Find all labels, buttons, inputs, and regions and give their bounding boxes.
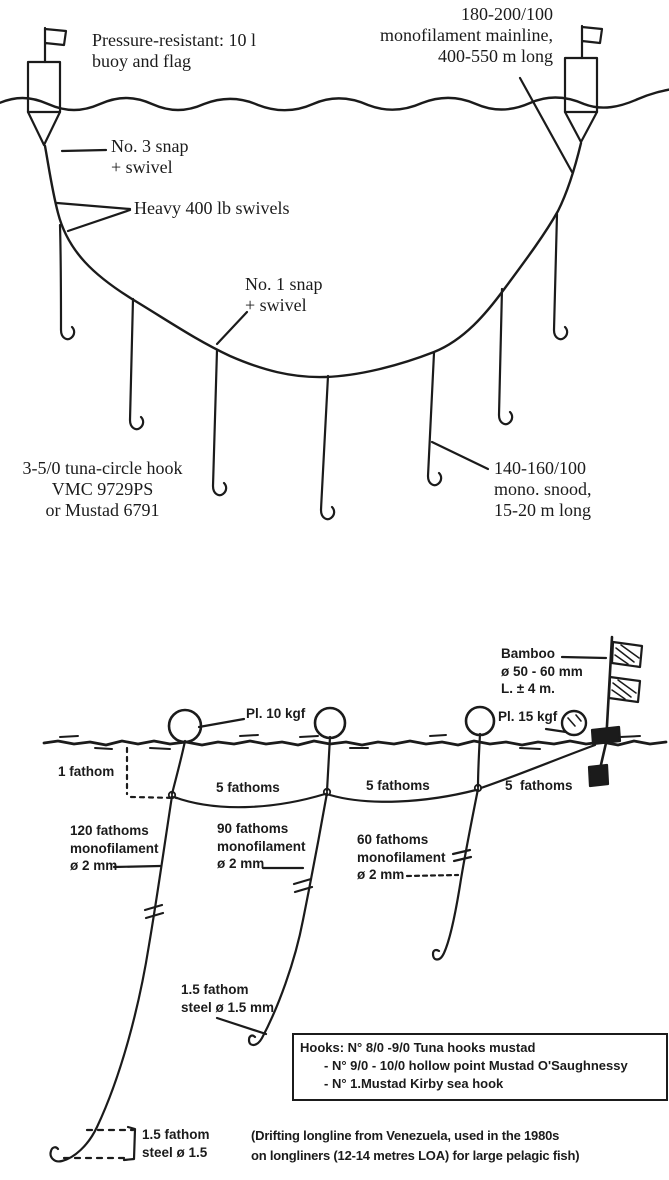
float-left-label-leader bbox=[197, 717, 246, 729]
pole-flag-icon bbox=[610, 640, 644, 669]
dropper-line-60-fathoms bbox=[431, 787, 480, 961]
steel-leader-label: 1.5 fathom steel ø 1.5 mm bbox=[181, 982, 275, 1015]
five-fathoms-label-2: 5 fathoms bbox=[366, 778, 430, 793]
branch-line-hook bbox=[497, 287, 514, 426]
small-float-buoy bbox=[560, 709, 588, 737]
line-break-tick bbox=[451, 848, 473, 863]
flag-icon bbox=[43, 26, 68, 64]
float-right-label-leader bbox=[544, 727, 568, 734]
branch-line-hook bbox=[319, 374, 336, 521]
mainline-catenary bbox=[43, 141, 583, 379]
sea-surface-scribble-dashes bbox=[59, 734, 641, 750]
one-fathom-label: 1 fathom bbox=[58, 764, 115, 779]
line-break-tick bbox=[143, 903, 165, 920]
hooks-box-item: - N° 9/0 - 10/0 hollow point Mustad O'Sa… bbox=[324, 1057, 628, 1073]
dropper-60-label-leader bbox=[405, 873, 460, 878]
five-fathoms-label-1: 5 fathoms bbox=[216, 780, 280, 795]
mainline-label: 180-200/100 monofilament mainline, 400-5… bbox=[380, 4, 553, 67]
hooks-box-title: Hooks: N° 8/0 -9/0 Tuna hooks mustad bbox=[300, 1040, 536, 1055]
branch-line-hook bbox=[58, 223, 76, 341]
mainline-segment bbox=[328, 788, 478, 803]
buoy-funnel bbox=[563, 110, 599, 144]
five-fathoms-label-3: 5 fathoms bbox=[505, 778, 573, 793]
steel-leader-bottom-label: 1.5 fathom steel ø 1.5 bbox=[142, 1127, 210, 1160]
no1-snap-swivel-label: No. 1 snap + swivel bbox=[245, 274, 323, 316]
buoy-funnel bbox=[26, 110, 62, 147]
steel-leader-pointer bbox=[215, 1016, 268, 1036]
top-longline-drawing bbox=[0, 24, 669, 521]
float-buoy bbox=[464, 705, 496, 737]
dropper-120-label: 120 fathoms monofilament ø 2 mm bbox=[70, 823, 159, 874]
steel-length-bracket bbox=[62, 1125, 137, 1162]
line-break-tick bbox=[292, 877, 314, 894]
dropper-line-90-fathoms bbox=[247, 791, 329, 1047]
float-10kgf-label: Pl. 10 kgf bbox=[246, 706, 306, 721]
float-buoy bbox=[313, 706, 347, 740]
bamboo-pole bbox=[587, 635, 644, 788]
snap1-leader bbox=[215, 310, 249, 346]
float-stem bbox=[325, 735, 332, 793]
hooks-spec-box: Hooks: N° 8/0 -9/0 Tuna hooks mustad - N… bbox=[292, 1033, 668, 1101]
hooks-box-item: - N° 1.Mustad Kirby sea hook bbox=[324, 1075, 504, 1091]
sea-surface-wave-line bbox=[0, 88, 669, 112]
heavy-swivels-label: Heavy 400 lb swivels bbox=[134, 198, 290, 218]
mono-snood-label: 140-160/100 mono. snood, 15-20 m long bbox=[494, 458, 592, 521]
branch-line-hook bbox=[211, 348, 228, 497]
branch-line-hook bbox=[128, 297, 145, 431]
mainline-label-leader bbox=[518, 76, 574, 174]
flag-icon bbox=[580, 24, 604, 60]
mainline-segment bbox=[479, 743, 597, 790]
pole-flag-icon bbox=[607, 675, 642, 704]
surface-block bbox=[590, 725, 622, 746]
heavy-swivels-arrow bbox=[55, 201, 132, 233]
float-15kgf-label: Pl. 15 kgf bbox=[498, 709, 558, 724]
right-buoy bbox=[563, 24, 604, 144]
bottom-longline-drawing bbox=[42, 635, 668, 1163]
float-stem bbox=[170, 739, 187, 796]
left-buoy bbox=[26, 26, 68, 147]
dropper-60-label: 60 fathoms monofilament ø 2 mm bbox=[357, 832, 446, 883]
pressure-buoy-label: Pressure-resistant: 10 l buoy and flag bbox=[92, 30, 256, 72]
bamboo-label-leader bbox=[560, 655, 608, 660]
bamboo-label: Bamboo ø 50 - 60 mm L. ± 4 m. bbox=[501, 646, 583, 697]
branch-line-hook bbox=[552, 212, 569, 341]
float-buoy bbox=[167, 708, 203, 744]
mainline-segment bbox=[172, 792, 327, 809]
figure-caption: (Drifting longline from Venezuela, used … bbox=[251, 1128, 580, 1164]
buoy-body bbox=[563, 56, 599, 114]
float-stem bbox=[476, 732, 482, 789]
dropper-120-label-leader bbox=[112, 864, 162, 869]
buoy-body bbox=[26, 60, 62, 114]
pole-weight bbox=[587, 763, 610, 788]
dropper-90-label: 90 fathoms monofilament ø 2 mm bbox=[217, 821, 306, 872]
tuna-circle-hook-label: 3-5/0 tuna-circle hook VMC 9729PS or Mus… bbox=[22, 458, 183, 521]
snood-leader bbox=[430, 440, 490, 471]
no3-snap-swivel-label: No. 3 snap + swivel bbox=[111, 136, 189, 178]
sea-surface-scribble-line bbox=[42, 739, 668, 747]
dropper-line-120-fathoms bbox=[49, 794, 174, 1163]
one-fathom-measure bbox=[125, 746, 179, 800]
snap3-leader bbox=[60, 148, 108, 153]
branch-line-hook bbox=[426, 351, 443, 487]
